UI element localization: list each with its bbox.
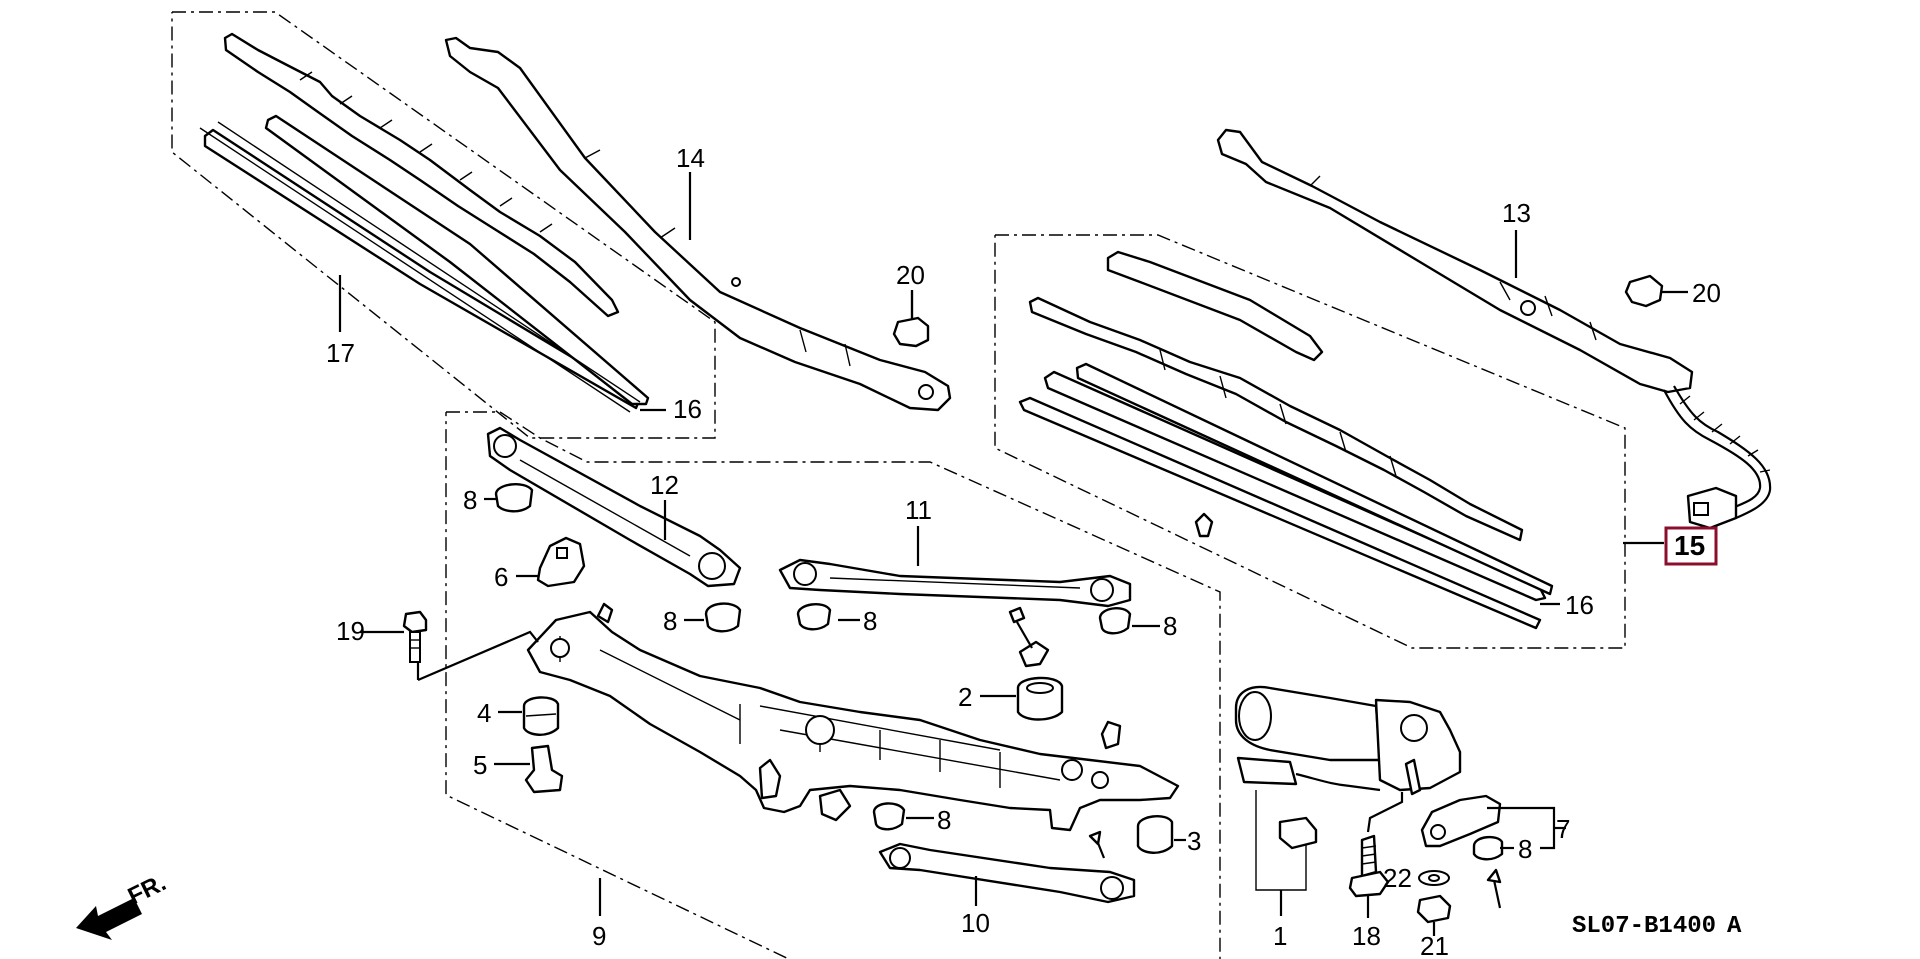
callout-8e: 8 [937,805,951,835]
callout-2: 2 [958,682,972,712]
callout-8f: 8 [1518,834,1532,864]
fasteners-18-21-22 [1348,792,1452,936]
linkage-group [402,411,1221,959]
callout-20a: 20 [896,260,925,290]
callout-13: 13 [1502,198,1531,228]
callout-labels: 1 2 3 4 5 6 7 8 8 8 8 8 8 9 10 11 12 13 … [326,143,1721,959]
callout-8c: 8 [863,606,877,636]
left-blade-group [171,11,716,439]
diagram-code: SL07-B1400 [1572,913,1716,940]
callout-4: 4 [477,698,491,728]
callout-8d: 8 [1163,611,1177,641]
callout-8a: 8 [463,485,477,515]
callout-1: 1 [1273,921,1287,951]
callout-18: 18 [1352,921,1381,951]
right-wiper-arm [1216,128,1772,545]
right-blade-group [994,234,1626,649]
callout-3: 3 [1187,826,1201,856]
callout-8b: 8 [663,606,677,636]
callout-7: 7 [1556,814,1570,844]
callout-16b: 16 [1565,590,1594,620]
callout-10: 10 [961,908,990,938]
callout-15-highlight-box [1664,526,1718,566]
callout-14: 14 [676,143,705,173]
nut-20-right [1624,274,1688,308]
callout-15: 15 [1674,530,1705,561]
callout-6: 6 [494,562,508,592]
callout-12: 12 [650,470,679,500]
callout-20b: 20 [1692,278,1721,308]
left-wiper-arm [444,36,952,412]
callout-11: 11 [905,495,932,525]
callout-21: 21 [1420,931,1449,959]
callout-9: 9 [592,921,606,951]
callout-5: 5 [473,750,487,780]
diagram-code-suffix: A [1727,913,1742,940]
crank-arm-7 [1420,794,1566,909]
callout-17: 17 [326,338,355,368]
wiper-motor [1234,685,1462,916]
callout-22: 22 [1383,863,1412,893]
front-direction-arrow [76,898,142,940]
callout-16a: 16 [673,394,702,424]
